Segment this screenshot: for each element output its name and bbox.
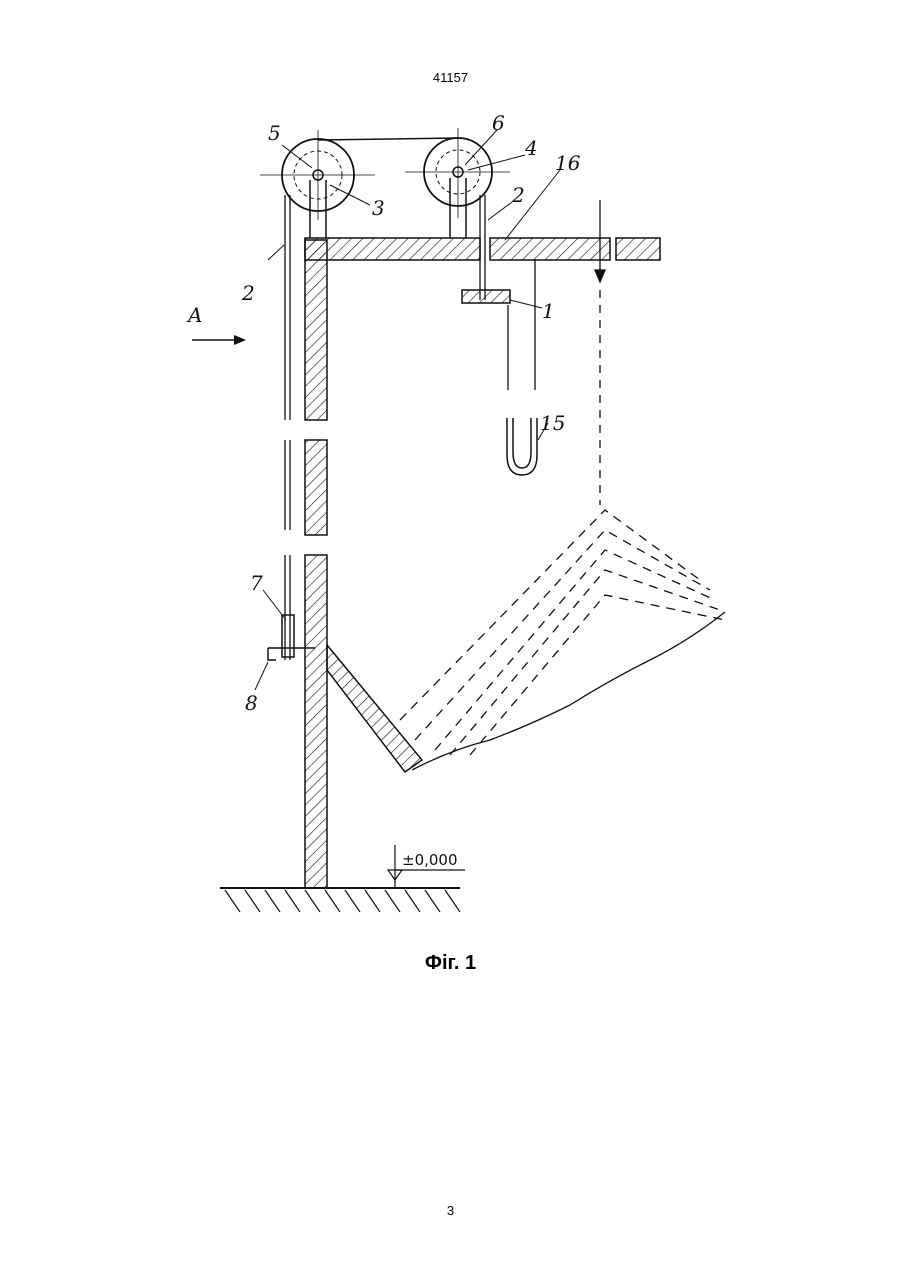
callout-2-right: 2 [511, 183, 525, 207]
callout-leaders [255, 130, 560, 690]
level-mark: ±0,000 [388, 845, 465, 888]
callout-16: 16 [555, 151, 581, 175]
callout-2-left: 2 [241, 281, 255, 305]
level-mark-label: ±0,000 [402, 851, 458, 869]
view-arrow: A [186, 303, 246, 345]
callout-15: 15 [540, 411, 565, 435]
cable-left [285, 195, 290, 660]
ground [220, 888, 460, 912]
u-element [507, 418, 537, 475]
document-number: 41157 [0, 70, 901, 85]
callout-1: 1 [542, 299, 555, 323]
callout-3: 3 [372, 196, 385, 220]
material-flow [400, 200, 725, 770]
callout-5: 5 [268, 121, 281, 145]
callout-7: 7 [250, 571, 263, 595]
clamp-block [462, 260, 535, 390]
pulley-left [260, 130, 375, 238]
page-number: 3 [0, 1203, 901, 1218]
view-label: A [186, 303, 202, 327]
wall [305, 240, 327, 888]
inclined-shelf [327, 645, 422, 772]
callout-6: 6 [492, 111, 505, 135]
top-slab [305, 238, 660, 260]
drawing-canvas: ±0,000 [150, 100, 750, 940]
callout-8: 8 [245, 691, 258, 715]
technical-drawing-figure-1: ±0,000 [150, 100, 750, 940]
callout-4: 4 [524, 136, 538, 160]
figure-caption: Фіг. 1 [0, 952, 901, 975]
